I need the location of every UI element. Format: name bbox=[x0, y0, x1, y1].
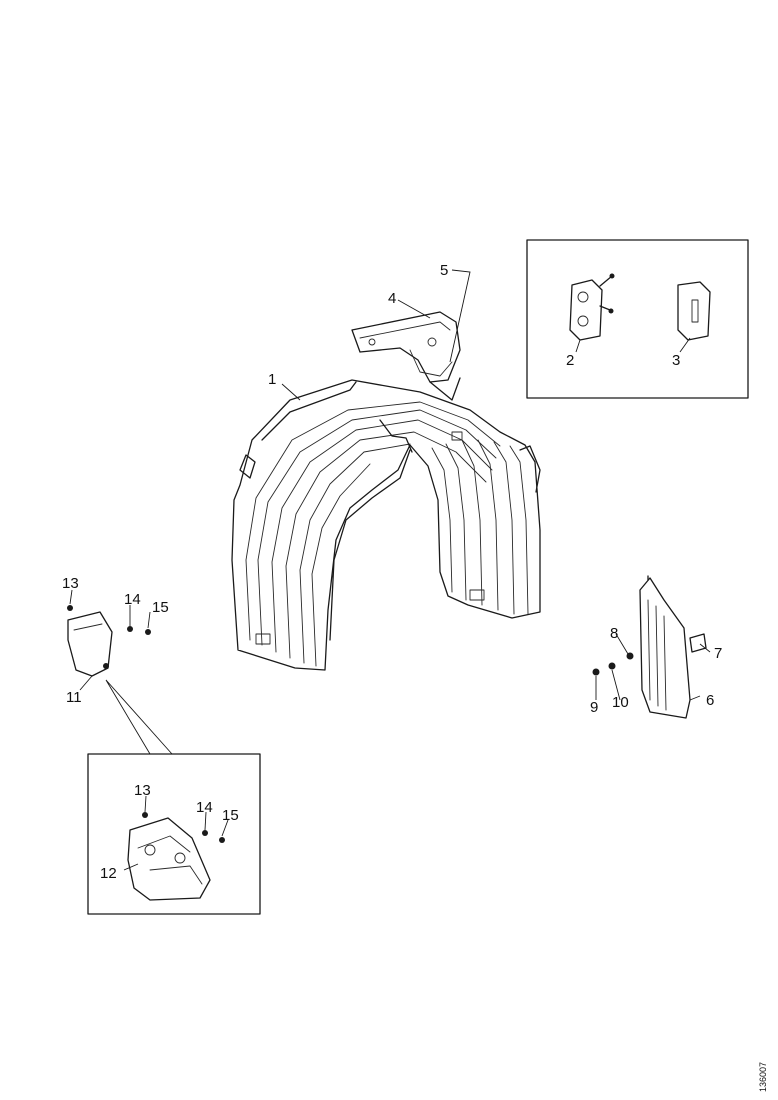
reference-code: 136007 bbox=[758, 1062, 768, 1092]
inset-box-top-right bbox=[526, 239, 749, 399]
side-panel bbox=[592, 575, 707, 719]
inset-box-bottom-left bbox=[87, 753, 261, 915]
mudflap-bracket-alt bbox=[127, 812, 225, 901]
upper-bracket bbox=[351, 311, 461, 401]
callout-2: 2 bbox=[566, 352, 574, 369]
callout-14-main: 14 bbox=[124, 591, 141, 608]
callout-8: 8 bbox=[610, 625, 618, 642]
callout-5: 5 bbox=[440, 262, 448, 279]
leader-lines bbox=[69, 269, 711, 871]
callout-14-inset: 14 bbox=[196, 799, 213, 816]
callout-13-main: 13 bbox=[62, 575, 79, 592]
callout-10: 10 bbox=[612, 694, 629, 711]
clip-plate bbox=[569, 273, 615, 341]
callout-9: 9 bbox=[590, 699, 598, 716]
wheel-arch-liner bbox=[231, 379, 541, 671]
callout-4: 4 bbox=[388, 290, 396, 307]
retaining-plate bbox=[677, 281, 711, 341]
callout-6: 6 bbox=[706, 692, 714, 709]
mudflap-bracket bbox=[67, 605, 151, 677]
callout-15-main: 15 bbox=[152, 599, 169, 616]
callout-15-inset: 15 bbox=[222, 807, 239, 824]
detail-leader bbox=[105, 679, 173, 755]
callout-12: 12 bbox=[100, 865, 117, 882]
callout-1: 1 bbox=[268, 371, 276, 388]
callout-3: 3 bbox=[672, 352, 680, 369]
callout-11: 11 bbox=[66, 689, 82, 706]
callout-7: 7 bbox=[714, 645, 722, 662]
callout-13-inset: 13 bbox=[134, 782, 151, 799]
